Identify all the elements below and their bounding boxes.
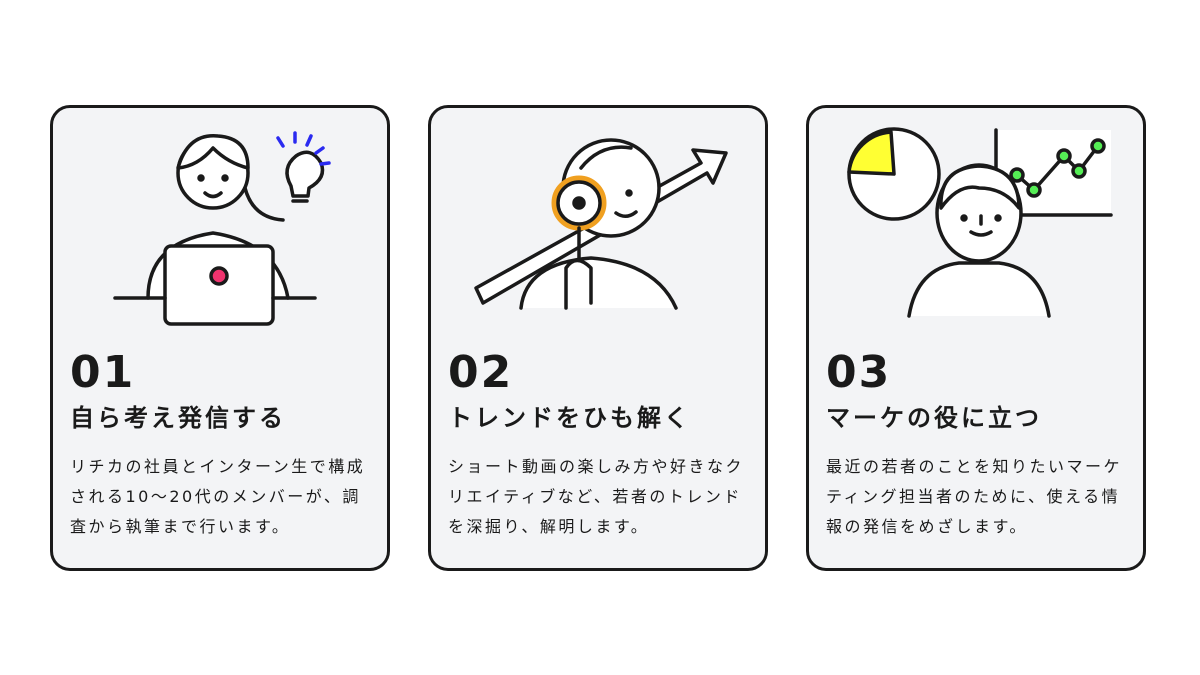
card-number: 03: [826, 347, 892, 398]
person-magnifier-arrow-icon: [474, 138, 728, 310]
card-description: リチカの社員とインターン生で構成される10〜20代のメンバーが、調査から執筆まで…: [70, 457, 366, 536]
card-title: 自ら考え発信する: [70, 404, 286, 432]
card-title: マーケの役に立つ: [826, 404, 1042, 432]
card-number: 01: [70, 347, 136, 398]
feature-card-2: 02 トレンドをひも解く ショート動画の楽しみ方や好きなクリエイティブなど、若者…: [428, 105, 768, 571]
person-laptop-lightbulb-icon: [113, 131, 331, 326]
card-description: 最近の若者のことを知りたいマーケティング担当者のために、使える情報の発信をめざし…: [826, 457, 1123, 536]
feature-card-1: 01 自ら考え発信する リチカの社員とインターン生で構成される10〜20代のメン…: [50, 105, 390, 571]
person-charts-icon: [847, 127, 1113, 318]
feature-card-3: 03 マーケの役に立つ 最近の若者のことを知りたいマーケティング担当者のために、…: [806, 105, 1146, 571]
card-description: ショート動画の楽しみ方や好きなクリエイティブなど、若者のトレンドを深掘り、解明し…: [448, 457, 745, 536]
card-title: トレンドをひも解く: [448, 404, 691, 432]
card-number: 02: [448, 347, 514, 398]
